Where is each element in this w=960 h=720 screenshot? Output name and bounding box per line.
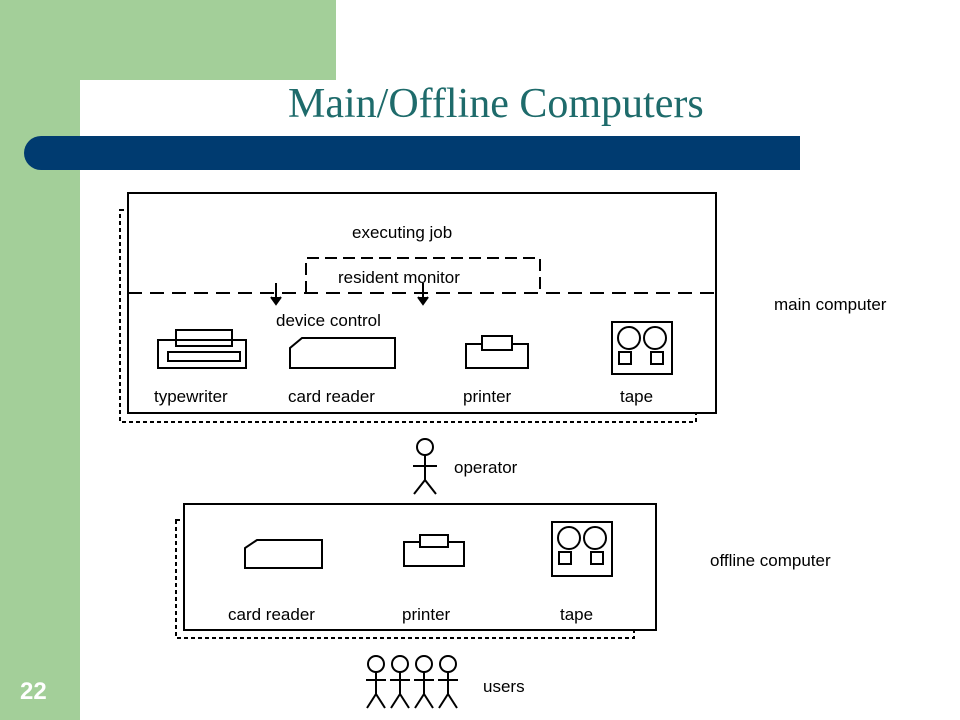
typewriter-icon xyxy=(157,329,247,369)
title-underline-bar xyxy=(24,136,800,170)
offline-device-label-tape: tape xyxy=(560,605,593,624)
main-device-label-tape: tape xyxy=(620,387,653,406)
main-computer-caption: main computer xyxy=(774,295,887,314)
offline-device-label-printer: printer xyxy=(402,605,451,624)
slide-number: 22 xyxy=(20,678,47,705)
users-label: users xyxy=(483,677,525,696)
offline-computer-shadow xyxy=(175,519,635,639)
resident-monitor-label: resident monitor xyxy=(338,268,460,287)
device-control-label: device control xyxy=(276,311,381,330)
executing-job-label: executing job xyxy=(352,223,452,242)
resident-monitor-box xyxy=(305,257,541,293)
operator-label: operator xyxy=(454,458,518,477)
main-device-label-printer: printer xyxy=(463,387,512,406)
main-device-label-card-reader: card reader xyxy=(288,387,375,406)
offline-tape-icon xyxy=(551,521,613,577)
card-reader-icon xyxy=(289,337,396,369)
header-accent xyxy=(80,0,336,80)
offline-device-label-card-reader: card reader xyxy=(228,605,315,624)
operator-figure xyxy=(413,438,437,495)
users-figures xyxy=(366,655,458,709)
printer-icon xyxy=(465,335,529,369)
tape-icon xyxy=(611,321,673,375)
slide-title: Main/Offline Computers xyxy=(288,81,704,127)
offline-computer-caption: offline computer xyxy=(710,551,831,570)
offline-card-reader-icon xyxy=(244,539,323,569)
sidebar-accent xyxy=(0,0,80,720)
main-device-label-typewriter: typewriter xyxy=(154,387,228,406)
offline-printer-icon xyxy=(403,534,465,567)
